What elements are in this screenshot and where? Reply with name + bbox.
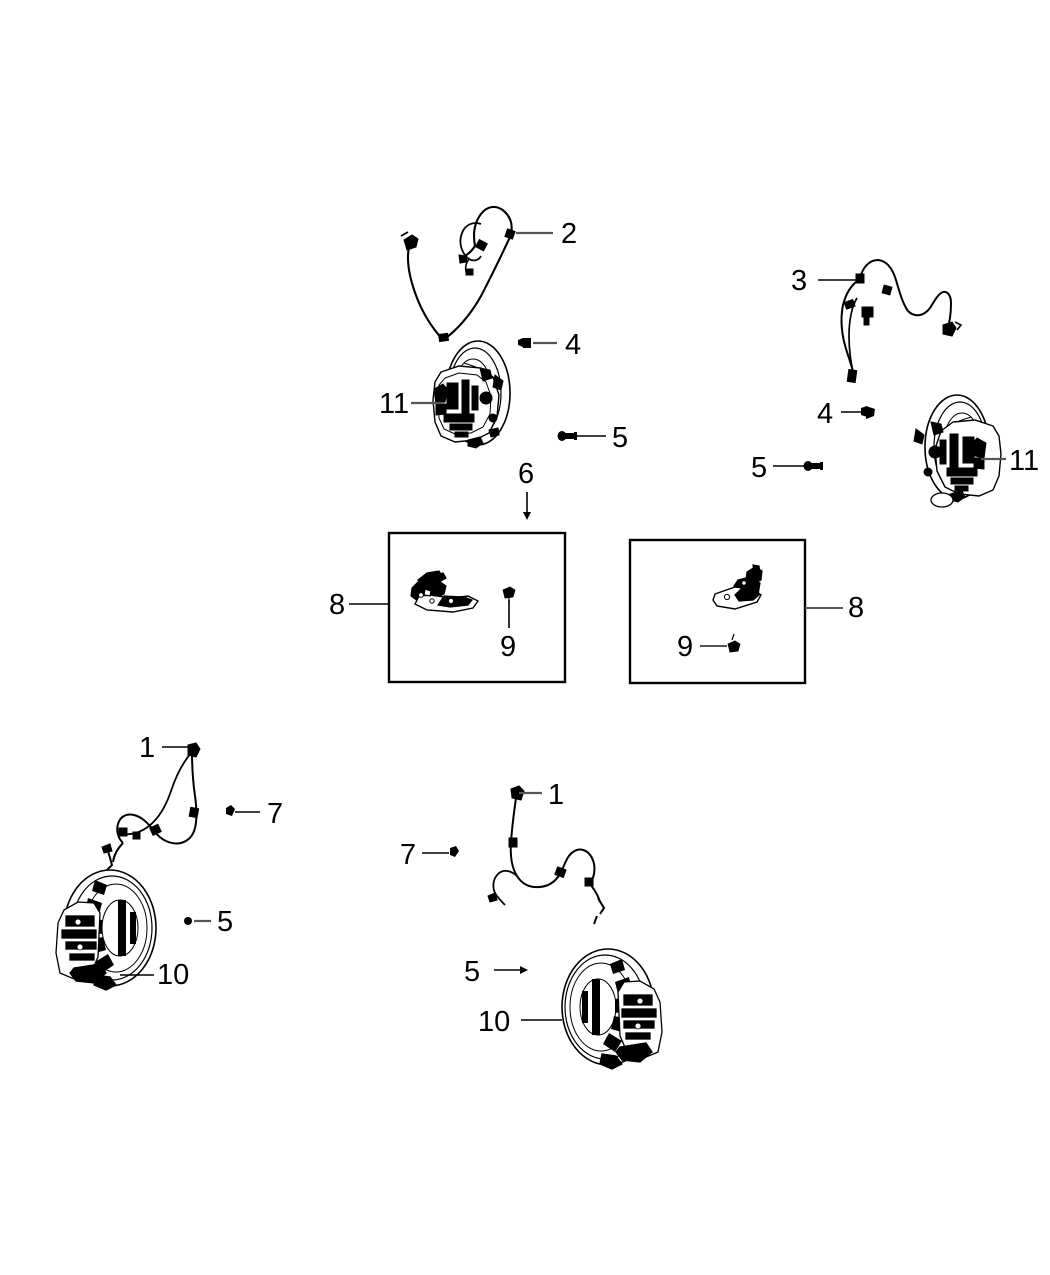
sensor-mounting-bolt-upper-left <box>557 431 577 441</box>
callout-label-4-upper-left: 4 <box>565 329 582 361</box>
bracket-screw-left-boxed <box>502 586 516 599</box>
arrow-head-5-lower-right <box>520 966 528 974</box>
sensor-retaining-clip-lower-right <box>450 846 459 857</box>
bracket-screw-right-boxed <box>727 640 741 653</box>
sensor-retaining-clip-upper-right <box>861 406 875 419</box>
wire-harness-bracket-right-boxed <box>628 538 807 685</box>
callout-label-11-left: 11 <box>379 388 410 420</box>
callout-label-5-lower-right: 5 <box>464 956 481 988</box>
callout-label-1-right: 1 <box>548 779 565 811</box>
front-brake-rotor-and-caliper-knuckle-left <box>432 340 511 449</box>
callout-label-8-right: 8 <box>848 592 865 624</box>
front-brake-rotor-and-caliper-knuckle-right <box>913 394 1002 508</box>
arrow-head-6 <box>523 512 531 520</box>
callout-label-9-left: 9 <box>500 631 517 663</box>
callout-label-5-lower-left: 5 <box>217 906 234 938</box>
callout-label-7-right: 7 <box>400 839 417 871</box>
front-abs-wheel-speed-sensor-wire-left <box>400 205 516 343</box>
sensor-mounting-bolt-upper-right <box>803 461 823 471</box>
callout-label-10-right: 10 <box>478 1006 511 1038</box>
callout-label-7-left: 7 <box>267 798 284 830</box>
sensor-retaining-clip-lower-left <box>226 805 235 816</box>
sensor-retaining-clip-upper-left <box>518 338 531 348</box>
callout-label-11-right: 11 <box>1009 445 1040 477</box>
callout-label-1-left: 1 <box>139 732 156 764</box>
callout-label-6: 6 <box>518 458 535 490</box>
callout-label-5-upper-right: 5 <box>751 452 768 484</box>
callout-label-4-upper-right: 4 <box>817 398 834 430</box>
callout-label-8-left: 8 <box>329 589 346 621</box>
wire-harness-bracket-left-boxed <box>387 531 567 684</box>
rear-brake-rotor-and-hub-left <box>55 869 157 991</box>
callout-label-10-left: 10 <box>157 959 190 991</box>
callout-label-2: 2 <box>561 218 578 250</box>
callout-label-3: 3 <box>791 265 808 297</box>
callout-label-9-right: 9 <box>677 631 694 663</box>
rear-brake-rotor-and-hub-right <box>561 948 663 1070</box>
callout-label-5-upper-left: 5 <box>612 422 629 454</box>
rear-abs-wheel-speed-sensor-wire-left <box>101 742 201 879</box>
front-abs-wheel-speed-sensor-wire-right <box>840 258 963 384</box>
sensor-mounting-bolt-lower-left <box>184 917 192 925</box>
rear-abs-wheel-speed-sensor-wire-right <box>487 785 606 925</box>
